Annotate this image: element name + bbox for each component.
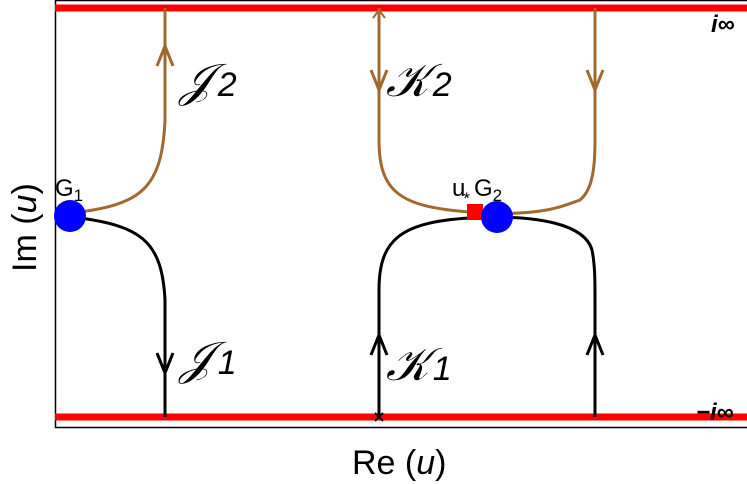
label-top-boundary: i∞ (711, 11, 735, 38)
contour-j2 (71, 8, 167, 215)
critical-point-ustar (467, 204, 483, 220)
arrow-j2 (155, 41, 175, 67)
label-g1: G1 (55, 175, 83, 205)
cross-marker-bottom (374, 412, 384, 422)
contour-j1 (71, 215, 167, 417)
label-ustar: u* (452, 175, 470, 208)
saddle-point-g1 (54, 200, 86, 232)
label-bottom-boundary: −i∞ (696, 399, 734, 426)
label-g2: G2 (474, 175, 502, 205)
contour-k2-left (377, 8, 597, 215)
x-axis-label: Re (u) (352, 444, 447, 482)
saddle-point-g2 (481, 201, 513, 233)
arrow-k1-left (369, 330, 389, 356)
arrow-k2-top (372, 8, 386, 19)
arrow-k2-right (585, 69, 605, 95)
arrow-k2-left (369, 69, 389, 95)
arrow-j1 (155, 352, 175, 378)
contour-k1 (377, 215, 597, 417)
arrow-k1-right (585, 330, 605, 356)
y-axis-label: Im (u) (6, 183, 44, 272)
